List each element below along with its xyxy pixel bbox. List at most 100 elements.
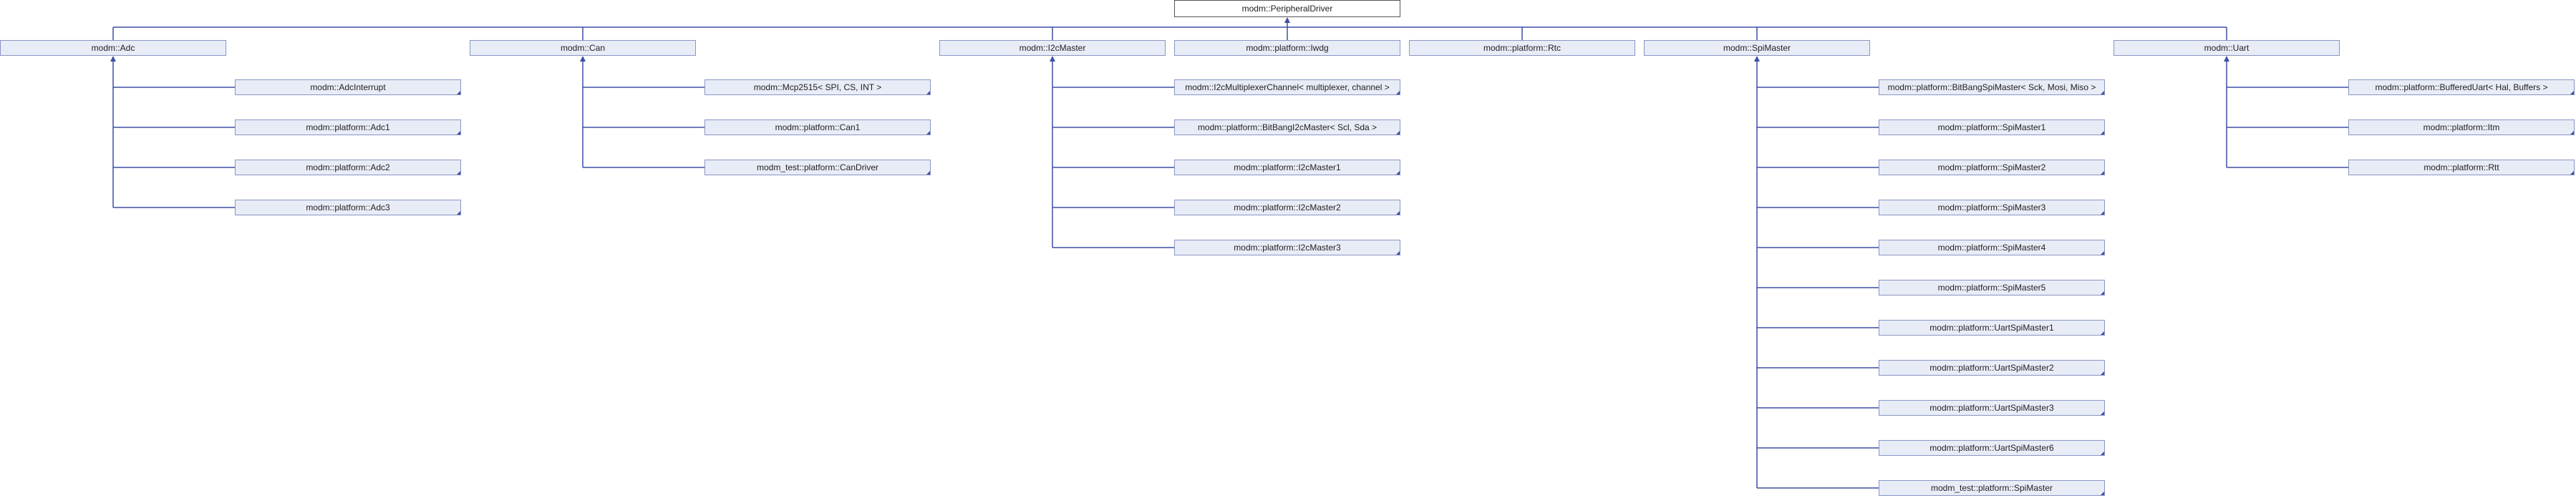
more-corner-icon — [2101, 251, 2104, 255]
class-node-modm-adc[interactable]: modm::Adc — [0, 40, 226, 56]
class-node-label: modm::Mcp2515< SPI, CS, INT > — [753, 82, 882, 92]
class-node-label: modm::AdcInterrupt — [310, 82, 386, 92]
class-node-label: modm::platform::Itm — [2423, 122, 2500, 132]
class-node-label: modm::PeripheralDriver — [1241, 4, 1333, 14]
more-corner-icon — [2101, 371, 2104, 375]
class-node-label: modm::platform::SpiMaster1 — [1937, 122, 2046, 132]
more-corner-icon — [2101, 91, 2104, 94]
group-arrow — [1050, 56, 1055, 62]
class-node-modm-platform-rtt[interactable]: modm::platform::Rtt — [2348, 160, 2575, 175]
class-node-modm-platform-can1[interactable]: modm::platform::Can1 — [704, 119, 931, 135]
more-corner-icon — [2101, 451, 2104, 455]
class-node-label: modm::platform::BitBangSpiMaster< Sck, M… — [1887, 82, 2096, 92]
class-node-modm-platform-itm[interactable]: modm::platform::Itm — [2348, 119, 2575, 135]
class-node-modm-platform-i2cmaster1[interactable]: modm::platform::I2cMaster1 — [1174, 160, 1400, 175]
group-arrow — [2224, 56, 2229, 62]
more-corner-icon — [2101, 211, 2104, 215]
root-arrow — [1284, 17, 1290, 23]
class-node-modm-can[interactable]: modm::Can — [470, 40, 696, 56]
class-node-label: modm::I2cMultiplexerChannel< multiplexer… — [1185, 82, 1390, 92]
more-corner-icon — [1396, 251, 1400, 255]
class-node-modm-adcinterrupt[interactable]: modm::AdcInterrupt — [235, 79, 461, 95]
class-node-label: modm::platform::UartSpiMaster6 — [1929, 443, 2054, 453]
more-corner-icon — [1396, 171, 1400, 175]
class-node-label: modm::platform::SpiMaster5 — [1937, 283, 2046, 293]
class-node-modm-platform-spimaster2[interactable]: modm::platform::SpiMaster2 — [1879, 160, 2105, 175]
class-node-modm-platform-bitbangi2cmaster-scl-sda[interactable]: modm::platform::BitBangI2cMaster< Scl, S… — [1174, 119, 1400, 135]
class-node-label: modm::platform::SpiMaster3 — [1937, 202, 2046, 213]
more-corner-icon — [2101, 411, 2104, 415]
class-node-label: modm::platform::I2cMaster2 — [1234, 202, 1341, 213]
class-node-modm-platform-uartspimaster1[interactable]: modm::platform::UartSpiMaster1 — [1879, 320, 2105, 336]
class-node-modm-spimaster[interactable]: modm::SpiMaster — [1644, 40, 1870, 56]
class-node-label: modm::SpiMaster — [1723, 43, 1791, 53]
class-node-modm-platform-spimaster5[interactable]: modm::platform::SpiMaster5 — [1879, 280, 2105, 296]
more-corner-icon — [926, 91, 930, 94]
class-node-modm-platform-spimaster3[interactable]: modm::platform::SpiMaster3 — [1879, 200, 2105, 215]
class-node-label: modm::platform::Adc3 — [306, 202, 390, 213]
class-node-modm-i2cmultiplexerchannel-multiplexer-channel[interactable]: modm::I2cMultiplexerChannel< multiplexer… — [1174, 79, 1400, 95]
more-corner-icon — [1396, 211, 1400, 215]
more-corner-icon — [2101, 331, 2104, 335]
class-node-label: modm::platform::UartSpiMaster1 — [1929, 323, 2054, 333]
class-node-modm-platform-iwdg[interactable]: modm::platform::Iwdg — [1174, 40, 1400, 56]
class-node-label: modm::platform::Iwdg — [1246, 43, 1329, 53]
class-node-label: modm::Adc — [91, 43, 135, 53]
class-node-label: modm::platform::BufferedUart< Hal, Buffe… — [2375, 82, 2548, 92]
more-corner-icon — [926, 131, 930, 135]
class-node-modm-platform-adc2[interactable]: modm::platform::Adc2 — [235, 160, 461, 175]
class-node-label: modm_test::platform::CanDriver — [756, 162, 879, 172]
group-arrow — [110, 56, 116, 62]
class-node-label: modm_test::platform::SpiMaster — [1930, 483, 2053, 493]
class-node-label: modm::platform::SpiMaster4 — [1937, 243, 2046, 253]
more-corner-icon — [457, 91, 460, 94]
class-node-label: modm::platform::I2cMaster1 — [1234, 162, 1341, 172]
class-node-label: modm::platform::Adc2 — [306, 162, 390, 172]
more-corner-icon — [1396, 131, 1400, 135]
class-node-label: modm::platform::UartSpiMaster3 — [1929, 403, 2054, 413]
class-node-label: modm::I2cMaster — [1019, 43, 1086, 53]
group-arrow — [1754, 56, 1760, 62]
class-node-modm-platform-uartspimaster6[interactable]: modm::platform::UartSpiMaster6 — [1879, 440, 2105, 456]
class-node-label: modm::platform::Rtc — [1483, 43, 1561, 53]
class-node-label: modm::Uart — [2204, 43, 2250, 53]
more-corner-icon — [2570, 91, 2574, 94]
class-node-modm-platform-spimaster4[interactable]: modm::platform::SpiMaster4 — [1879, 240, 2105, 255]
more-corner-icon — [1396, 91, 1400, 94]
class-node-modm-platform-buffereduart-hal-buffers[interactable]: modm::platform::BufferedUart< Hal, Buffe… — [2348, 79, 2575, 95]
class-node-label: modm::platform::SpiMaster2 — [1937, 162, 2046, 172]
class-node-label: modm::platform::BitBangI2cMaster< Scl, S… — [1197, 122, 1377, 132]
more-corner-icon — [2101, 171, 2104, 175]
class-node-modm-platform-adc3[interactable]: modm::platform::Adc3 — [235, 200, 461, 215]
class-node-label: modm::platform::Adc1 — [306, 122, 390, 132]
class-node-modm-platform-i2cmaster2[interactable]: modm::platform::I2cMaster2 — [1174, 200, 1400, 215]
class-node-modm-mcp2515-spi-cs-int[interactable]: modm::Mcp2515< SPI, CS, INT > — [704, 79, 931, 95]
more-corner-icon — [457, 131, 460, 135]
class-node-modm-peripheraldriver[interactable]: modm::PeripheralDriver — [1174, 0, 1400, 17]
class-node-modm-platform-rtc[interactable]: modm::platform::Rtc — [1409, 40, 1635, 56]
class-node-modm-platform-bitbangspimaster-sck-mosi-miso[interactable]: modm::platform::BitBangSpiMaster< Sck, M… — [1879, 79, 2105, 95]
class-node-modm-platform-uartspimaster3[interactable]: modm::platform::UartSpiMaster3 — [1879, 400, 2105, 416]
more-corner-icon — [926, 171, 930, 175]
class-node-modm-platform-uartspimaster2[interactable]: modm::platform::UartSpiMaster2 — [1879, 360, 2105, 376]
class-node-label: modm::platform::UartSpiMaster2 — [1929, 363, 2054, 373]
class-node-label: modm::Can — [560, 43, 606, 53]
more-corner-icon — [2570, 171, 2574, 175]
class-node-modm-test-platform-candriver[interactable]: modm_test::platform::CanDriver — [704, 160, 931, 175]
more-corner-icon — [2101, 492, 2104, 495]
class-node-modm-platform-adc1[interactable]: modm::platform::Adc1 — [235, 119, 461, 135]
class-node-label: modm::platform::I2cMaster3 — [1234, 243, 1341, 253]
group-arrow — [580, 56, 586, 62]
class-node-modm-platform-spimaster1[interactable]: modm::platform::SpiMaster1 — [1879, 119, 2105, 135]
class-node-modm-uart[interactable]: modm::Uart — [2113, 40, 2340, 56]
more-corner-icon — [2101, 131, 2104, 135]
more-corner-icon — [457, 211, 460, 215]
class-node-label: modm::platform::Can1 — [775, 122, 861, 132]
class-node-modm-i2cmaster[interactable]: modm::I2cMaster — [939, 40, 1166, 56]
more-corner-icon — [2101, 291, 2104, 295]
class-node-modm-platform-i2cmaster3[interactable]: modm::platform::I2cMaster3 — [1174, 240, 1400, 255]
more-corner-icon — [2570, 131, 2574, 135]
class-node-modm-test-platform-spimaster[interactable]: modm_test::platform::SpiMaster — [1879, 480, 2105, 496]
class-node-label: modm::platform::Rtt — [2424, 162, 2499, 172]
